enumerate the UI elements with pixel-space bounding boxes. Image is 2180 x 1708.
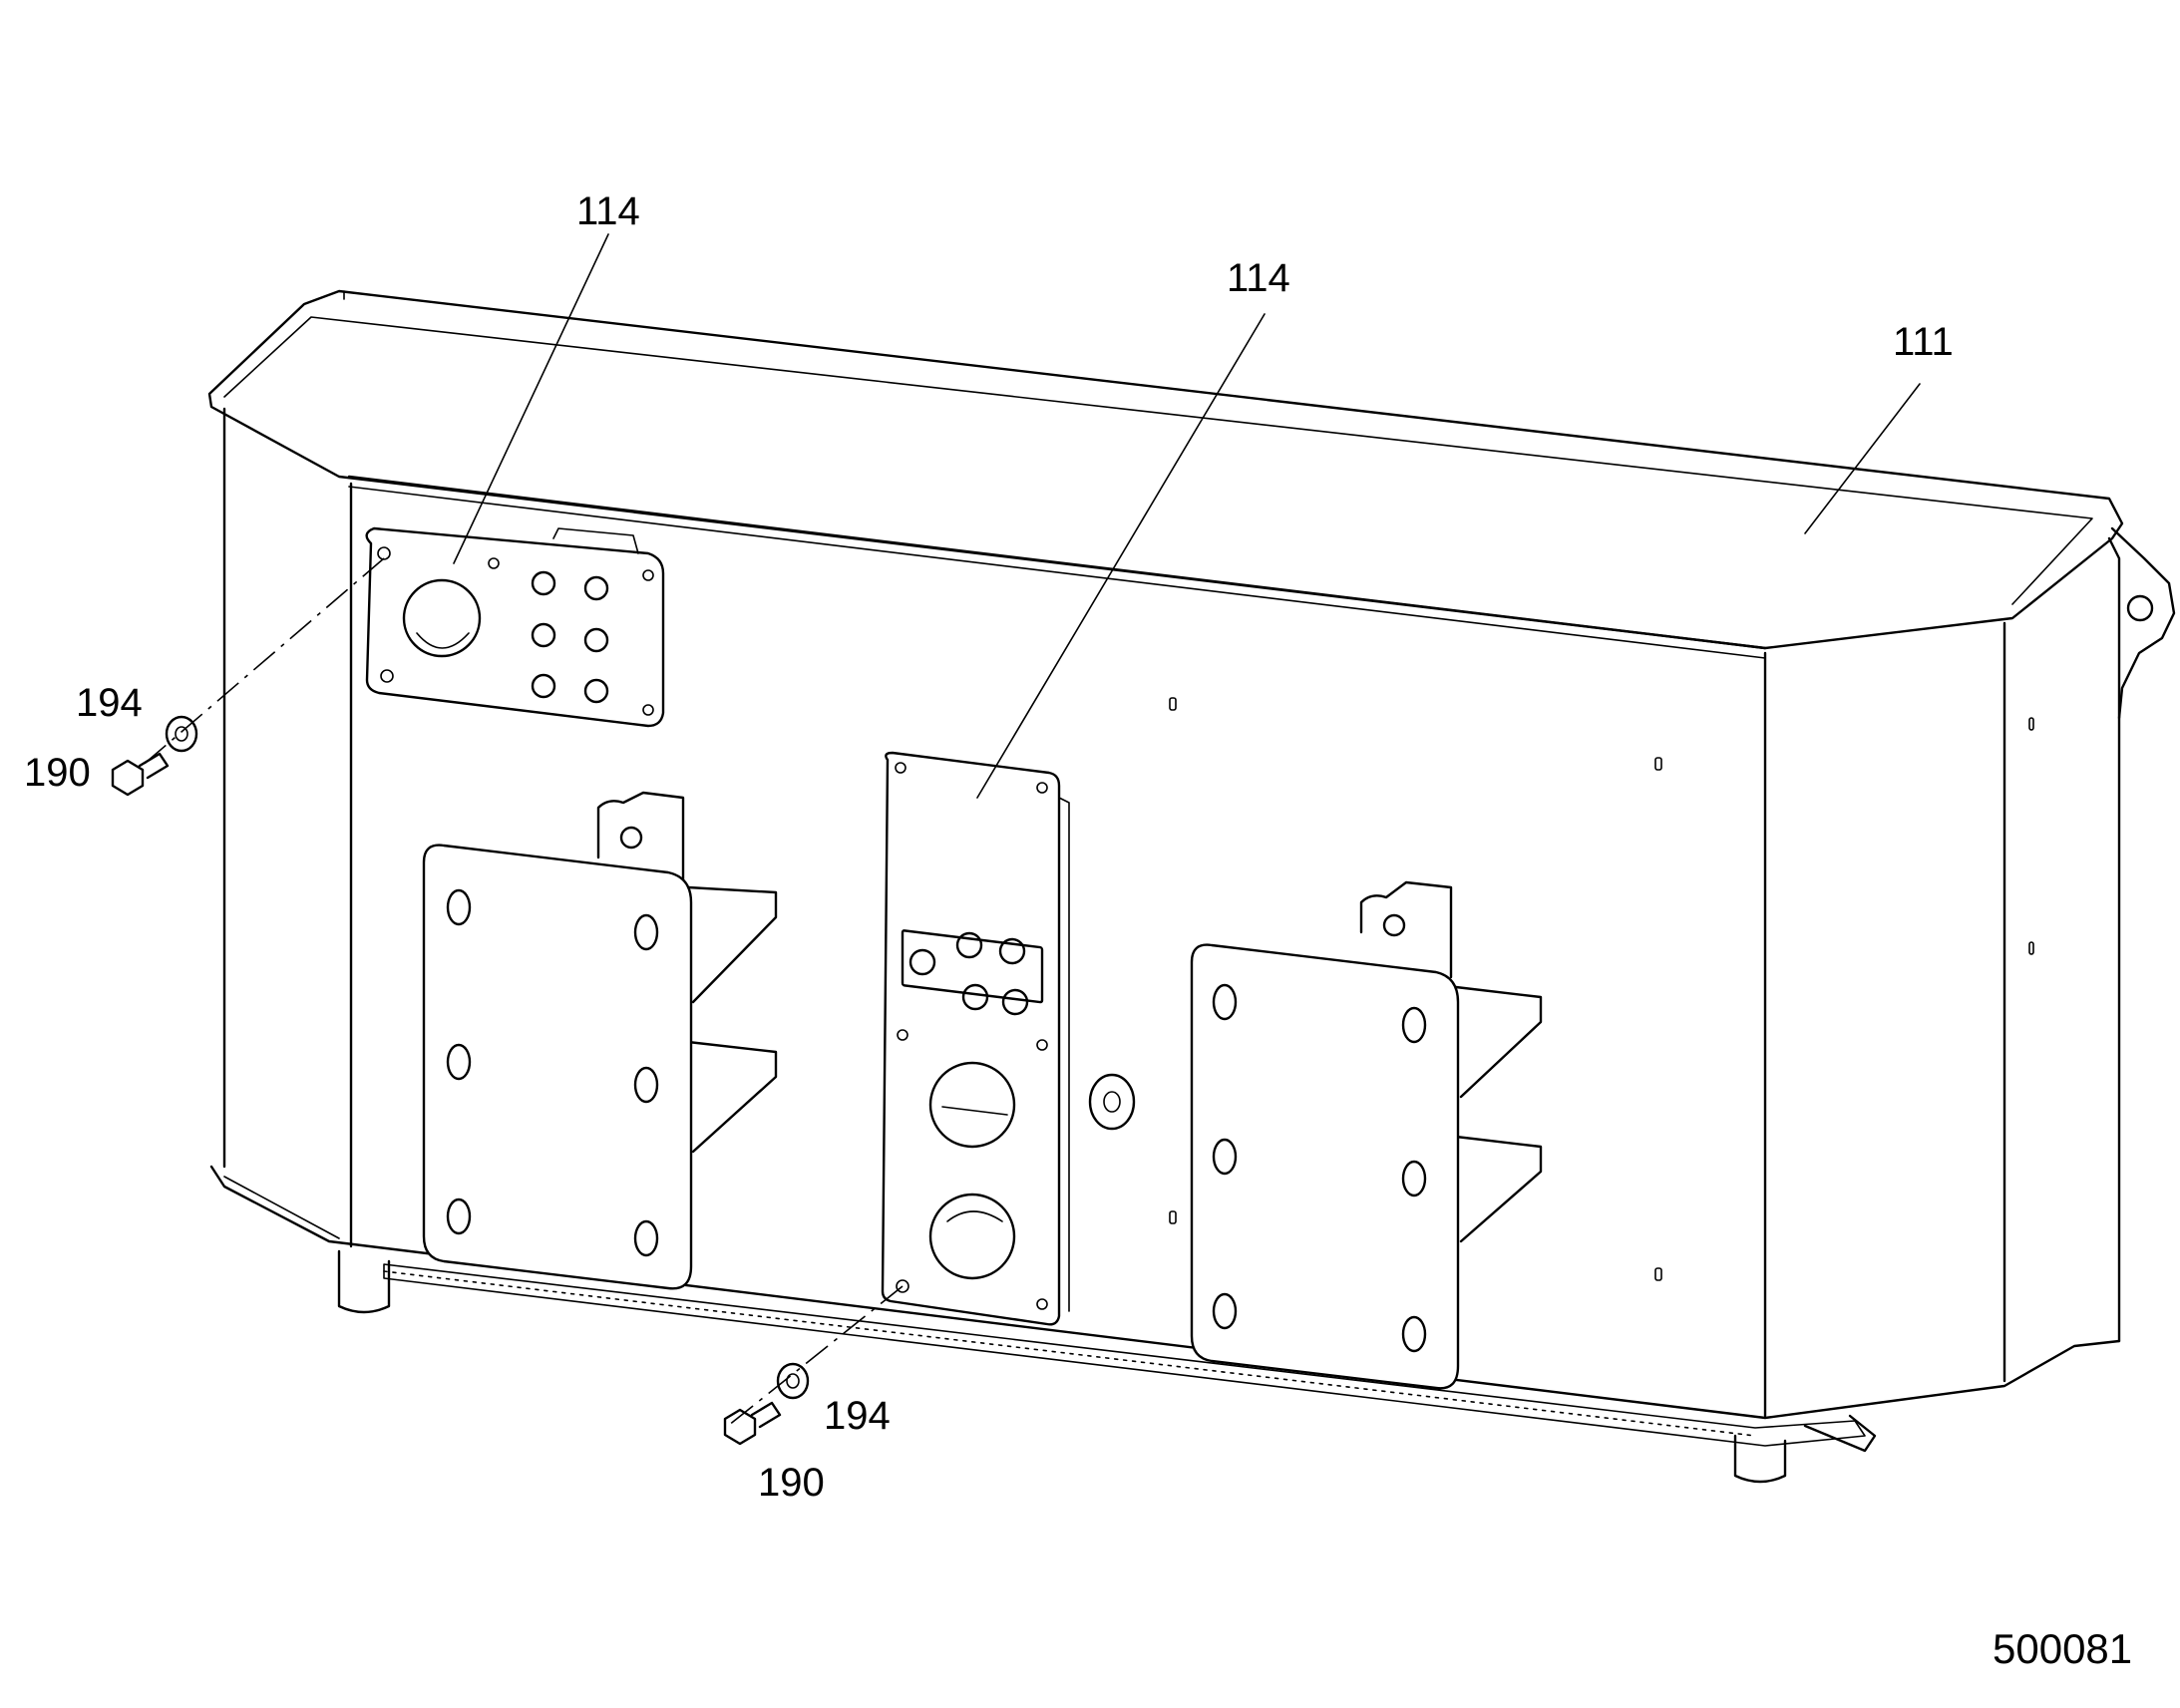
- callout-190-lower: 190: [758, 1461, 825, 1505]
- leader-lines: [453, 233, 1921, 799]
- mounting-plate-left: [422, 791, 778, 1290]
- connector-plate-upper: [365, 526, 665, 728]
- bolt-upper: [111, 759, 145, 797]
- connector-plate-center: [881, 751, 1070, 1326]
- enclosure-housing: [207, 289, 2176, 1484]
- callout-labels: 114 114 111 194 190 194 190: [24, 189, 1954, 1505]
- bolt-lower: [723, 1408, 757, 1446]
- callout-114-center: 114: [1227, 256, 1290, 300]
- document-number: 500081: [1993, 1625, 2132, 1672]
- callout-194-lower: 194: [824, 1394, 891, 1438]
- mounting-plate-right: [1190, 880, 1543, 1390]
- washer-lower: [776, 1362, 810, 1400]
- washer-upper: [165, 715, 198, 753]
- callout-111: 111: [1893, 320, 1954, 364]
- callout-194-upper: 194: [76, 681, 143, 725]
- callout-190-upper: 190: [24, 751, 91, 795]
- hardware-upper: [111, 557, 385, 797]
- hardware-lower: [723, 1285, 904, 1446]
- callout-114-left: 114: [576, 189, 640, 233]
